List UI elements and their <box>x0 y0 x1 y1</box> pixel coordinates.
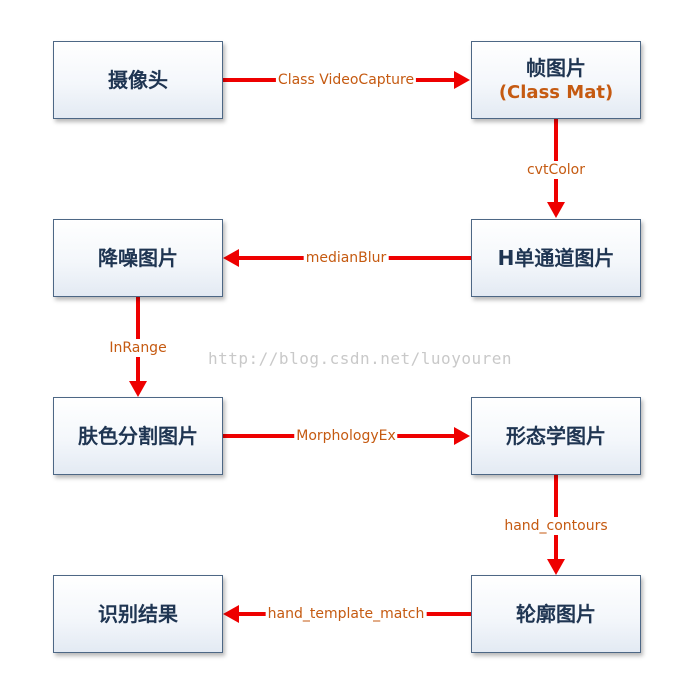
node-h-channel: H单通道图片 <box>471 219 641 297</box>
node-frame-sublabel: (Class Mat) <box>498 82 614 103</box>
edge-label-cvtcolor: cvtColor <box>524 161 588 179</box>
node-h-channel-label: H单通道图片 <box>497 246 615 270</box>
arrowhead-camera-to-frame <box>454 71 470 89</box>
edge-label-morphologyex: MorphologyEx <box>294 427 398 445</box>
edge-label-hand-template-match: hand_template_match <box>265 605 427 623</box>
edge-label-hand-contours: hand_contours <box>502 517 610 535</box>
edge-label-medianblur: medianBlur <box>303 249 389 267</box>
node-frame-label: 帧图片 <box>526 56 586 80</box>
arrowhead-denoise-to-skin <box>129 381 147 397</box>
edge-label-videocapture: Class VideoCapture <box>275 71 417 89</box>
node-frame: 帧图片 (Class Mat) <box>471 41 641 119</box>
arrowhead-morph-to-contour <box>547 559 565 575</box>
node-contour-label: 轮廓图片 <box>516 602 596 626</box>
node-skin-label: 肤色分割图片 <box>78 424 198 448</box>
arrowhead-skin-to-morph <box>454 427 470 445</box>
node-contour: 轮廓图片 <box>471 575 641 653</box>
arrowhead-h-to-denoise <box>223 249 239 267</box>
node-result: 识别结果 <box>53 575 223 653</box>
edge-label-inrange: InRange <box>107 339 169 357</box>
node-skin-segmentation: 肤色分割图片 <box>53 397 223 475</box>
node-camera: 摄像头 <box>53 41 223 119</box>
node-result-label: 识别结果 <box>98 602 178 626</box>
arrowhead-contour-to-result <box>223 605 239 623</box>
node-morphology-label: 形态学图片 <box>506 424 606 448</box>
node-morphology: 形态学图片 <box>471 397 641 475</box>
node-denoise-label: 降噪图片 <box>98 246 178 270</box>
watermark-text: http://blog.csdn.net/luoyouren <box>208 349 512 368</box>
arrowhead-frame-to-h <box>547 202 565 218</box>
node-camera-label: 摄像头 <box>108 68 168 92</box>
node-denoise: 降噪图片 <box>53 219 223 297</box>
